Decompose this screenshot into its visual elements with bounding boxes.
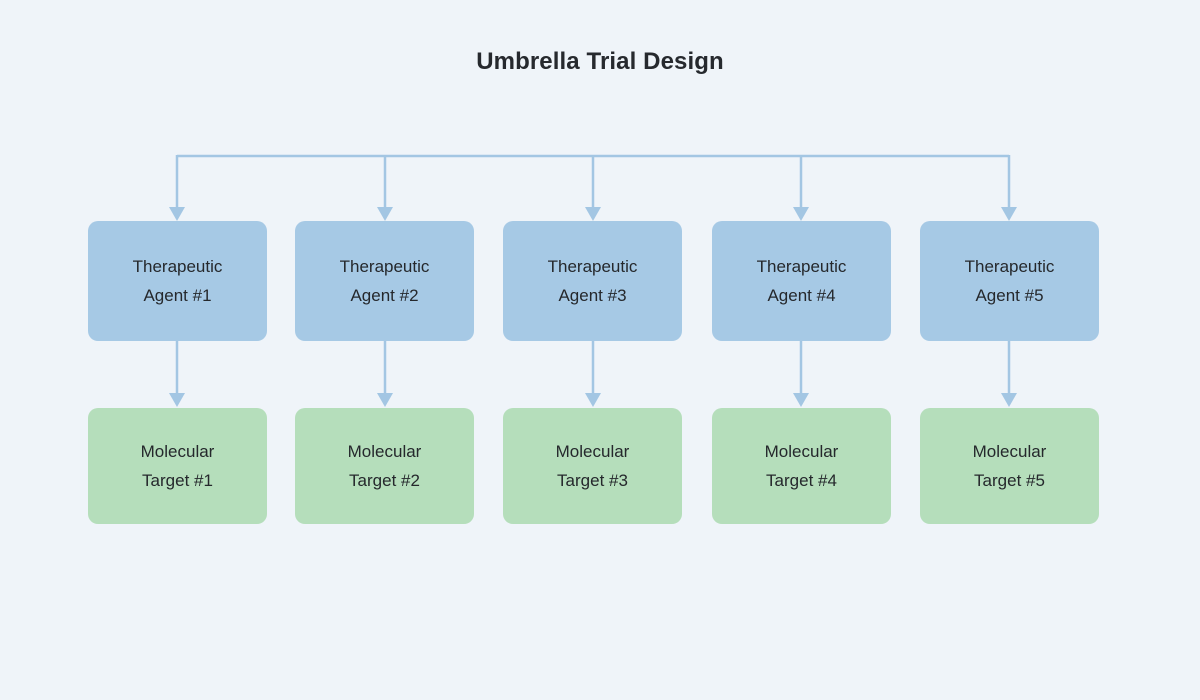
arrowhead-bus-to-agent-1 [169, 207, 185, 221]
molecular-target-label-2-line1: Molecular [347, 442, 422, 461]
molecular-target-label-5-line2: Target #5 [974, 471, 1045, 490]
therapeutic-agent-label-1-line2: Agent #1 [143, 286, 212, 305]
therapeutic-agent-label-2-line2: Agent #2 [350, 286, 419, 305]
therapeutic-agent-box-3[interactable]: Therapeutic Agent #3 [503, 221, 682, 341]
therapeutic-agent-label-2-line1: Therapeutic [339, 257, 430, 276]
molecular-target-box-4[interactable]: Molecular Target #4 [712, 408, 891, 524]
therapeutic-agent-label-3-line2: Agent #3 [558, 286, 627, 305]
therapeutic-agent-label-4-line2: Agent #4 [767, 286, 836, 305]
therapeutic-agent-box-5[interactable]: Therapeutic Agent #5 [920, 221, 1099, 341]
molecular-target-label-4-line2: Target #4 [766, 471, 837, 490]
arrowhead-bus-to-agent-5 [1001, 207, 1017, 221]
page-title: Umbrella Trial Design [476, 48, 724, 75]
molecular-target-label-1-line1: Molecular [140, 442, 215, 461]
molecular-target-box-1[interactable]: Molecular Target #1 [88, 408, 267, 524]
molecular-target-label-5-line1: Molecular [972, 442, 1047, 461]
arrowhead-agent-to-target-4 [793, 393, 809, 407]
therapeutic-agent-label-5-line1: Therapeutic [964, 257, 1055, 276]
molecular-target-label-2-line2: Target #2 [349, 471, 420, 490]
arrowhead-agent-to-target-1 [169, 393, 185, 407]
molecular-target-box-2[interactable]: Molecular Target #2 [295, 408, 474, 524]
therapeutic-agent-label-3-line1: Therapeutic [547, 257, 638, 276]
therapeutic-agent-box-4[interactable]: Therapeutic Agent #4 [712, 221, 891, 341]
arrowhead-agent-to-target-3 [585, 393, 601, 407]
molecular-target-box-3[interactable]: Molecular Target #3 [503, 408, 682, 524]
arrowhead-bus-to-agent-3 [585, 207, 601, 221]
arrowhead-agent-to-target-5 [1001, 393, 1017, 407]
therapeutic-agent-label-4-line1: Therapeutic [756, 257, 847, 276]
molecular-target-label-3-line1: Molecular [555, 442, 630, 461]
molecular-target-box-5[interactable]: Molecular Target #5 [920, 408, 1099, 524]
arrowhead-bus-to-agent-2 [377, 207, 393, 221]
arrowhead-bus-to-agent-4 [793, 207, 809, 221]
therapeutic-agent-label-1-line1: Therapeutic [132, 257, 223, 276]
arrowhead-agent-to-target-2 [377, 393, 393, 407]
molecular-target-label-1-line2: Target #1 [142, 471, 213, 490]
molecular-target-label-3-line2: Target #3 [557, 471, 628, 490]
therapeutic-agent-box-2[interactable]: Therapeutic Agent #2 [295, 221, 474, 341]
therapeutic-agent-box-1[interactable]: Therapeutic Agent #1 [88, 221, 267, 341]
molecular-target-label-4-line1: Molecular [764, 442, 839, 461]
therapeutic-agent-label-5-line2: Agent #5 [975, 286, 1044, 305]
